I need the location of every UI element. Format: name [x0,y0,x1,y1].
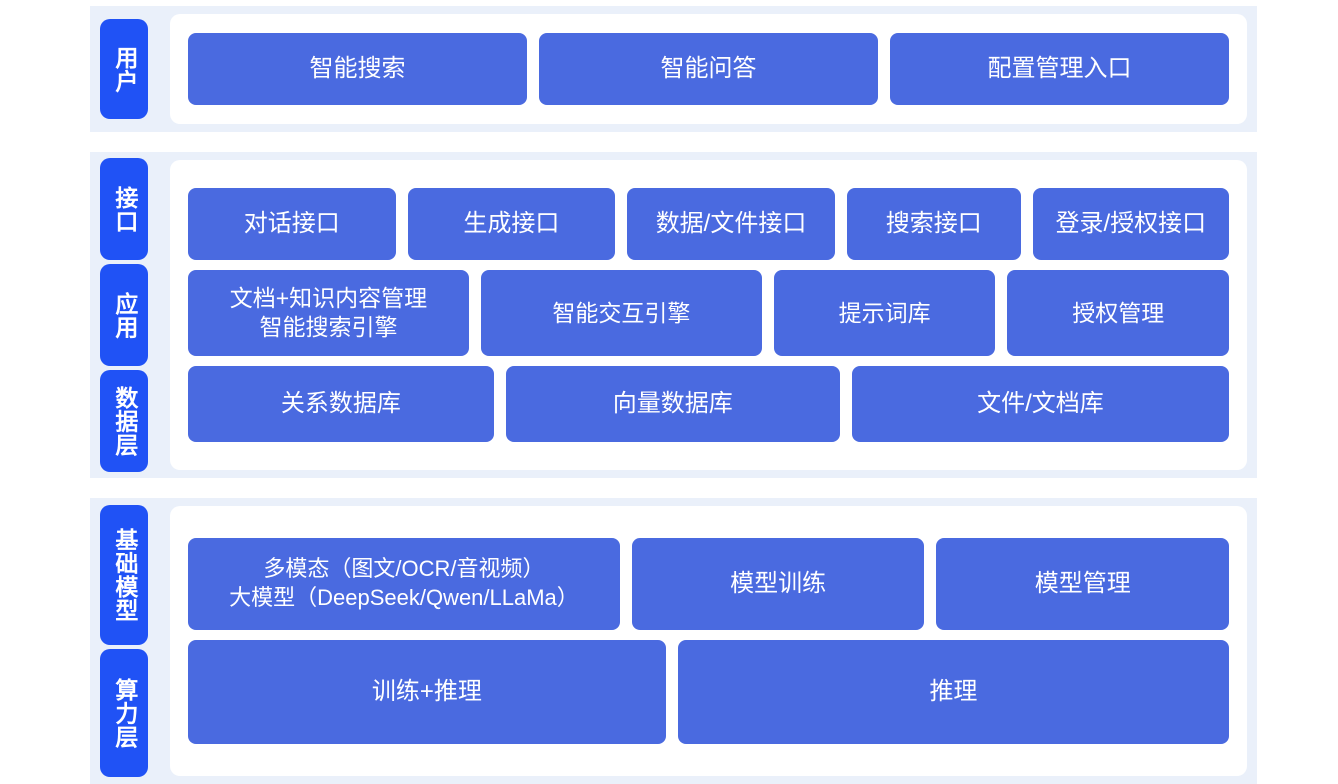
block-file-document-store[interactable]: 文件/文档库 [851,366,1229,442]
block-prompt-library[interactable]: 提示词库 [773,270,996,356]
rail-middle: 接口 应用 数据层 [90,152,158,478]
layer-tab-application[interactable]: 应用 [100,264,148,366]
card-base: 多模态（图文/OCR/音视频） 大模型（DeepSeek/Qwen/LLaMa）… [170,506,1247,776]
block-search-api[interactable]: 搜索接口 [846,188,1021,260]
layer-tab-data[interactable]: 数据层 [100,370,148,472]
block-smart-interaction-engine[interactable]: 智能交互引擎 [480,270,762,356]
block-model-training[interactable]: 模型训练 [631,538,925,630]
block-relational-database[interactable]: 关系数据库 [188,366,494,442]
block-training-inference[interactable]: 训练+推理 [188,640,666,744]
block-login-auth-api[interactable]: 登录/授权接口 [1032,188,1230,260]
row-user: 智能搜索 智能问答 配置管理入口 [188,33,1229,105]
block-config-management-entry[interactable]: 配置管理入口 [890,33,1229,105]
row-interface: 对话接口 生成接口 数据/文件接口 搜索接口 登录/授权接口 [188,188,1230,260]
block-authorization-management[interactable]: 授权管理 [1007,270,1229,356]
block-generation-api[interactable]: 生成接口 [407,188,616,260]
section-base: 基础模型 算力层 多模态（图文/OCR/音视频） 大模型（DeepSeek/Qw… [90,498,1257,784]
row-application: 文档+知识内容管理 智能搜索引擎 智能交互引擎 提示词库 授权管理 [188,270,1229,356]
block-doc-knowledge-search-engine[interactable]: 文档+知识内容管理 智能搜索引擎 [188,270,469,356]
card-middle: 对话接口 生成接口 数据/文件接口 搜索接口 登录/授权接口 文档+知识内容管理… [170,160,1247,470]
block-dialog-api[interactable]: 对话接口 [188,188,396,260]
rail-user: 用户 [90,6,158,132]
layer-tab-compute[interactable]: 算力层 [100,649,148,777]
layer-tab-foundation-model[interactable]: 基础模型 [100,505,148,645]
row-data-layer: 关系数据库 向量数据库 文件/文档库 [188,366,1229,442]
section-middle: 接口 应用 数据层 对话接口 生成接口 数据/文件接口 搜索接口 登录/授权接口… [90,152,1257,478]
row-foundation-model: 多模态（图文/OCR/音视频） 大模型（DeepSeek/Qwen/LLaMa）… [188,538,1229,630]
block-inference[interactable]: 推理 [677,640,1229,744]
block-smart-search[interactable]: 智能搜索 [188,33,527,105]
block-data-file-api[interactable]: 数据/文件接口 [627,188,835,260]
block-multimodal-large-model[interactable]: 多模态（图文/OCR/音视频） 大模型（DeepSeek/Qwen/LLaMa） [188,538,620,630]
layer-tab-user[interactable]: 用户 [100,19,148,119]
rail-base: 基础模型 算力层 [90,498,158,784]
block-vector-database[interactable]: 向量数据库 [505,366,840,442]
layer-tab-interface[interactable]: 接口 [100,158,148,260]
section-user: 用户 智能搜索 智能问答 配置管理入口 [90,6,1257,132]
block-model-management[interactable]: 模型管理 [936,538,1229,630]
block-smart-qa[interactable]: 智能问答 [539,33,878,105]
row-compute-layer: 训练+推理 推理 [188,640,1229,744]
card-user: 智能搜索 智能问答 配置管理入口 [170,14,1247,124]
